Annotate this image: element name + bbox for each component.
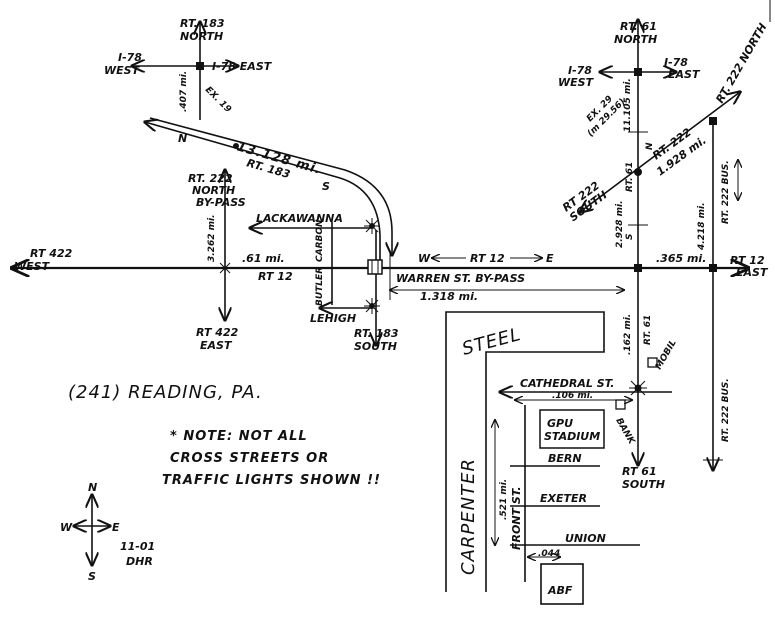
rt12-mid-label: RT 12 xyxy=(470,252,505,265)
bank-icon xyxy=(615,399,626,410)
rt222-bus-lower-label: RT. 222 BUS. xyxy=(721,378,731,442)
rt61-mid-label: RT. 61 xyxy=(643,315,653,345)
dist-061-label: .61 mi. xyxy=(242,252,285,265)
rt183-curve-arrow xyxy=(149,117,392,255)
cathedral-label: CATHEDRAL ST. xyxy=(520,377,614,390)
note-line-2: CROSS STREETS OR xyxy=(170,451,329,466)
exeter-label: EXETER xyxy=(540,492,587,505)
abf-building xyxy=(540,563,584,605)
n-letter: N xyxy=(645,142,655,150)
compass-rose-icon xyxy=(74,495,110,565)
front-street-label: FRONT ST. xyxy=(510,486,523,550)
lehigh-label: LEHIGH xyxy=(310,312,356,325)
carbon-label: CARBON xyxy=(315,219,325,262)
rt222-south-label: RT 222SOUTH xyxy=(560,179,609,224)
rt183-s-letter: S xyxy=(322,180,330,193)
rt61-rt12-junction xyxy=(634,264,642,272)
dist-0044-label: .044 xyxy=(538,549,560,559)
compass-w: W xyxy=(60,521,73,534)
compass-e: E xyxy=(112,521,120,534)
i78-left-interchange xyxy=(196,62,204,70)
compass-n: N xyxy=(88,481,97,494)
i78-east-left-label: I-78 EAST xyxy=(212,60,273,73)
traffic-light-icon xyxy=(364,298,380,314)
steel-carpenter-outline xyxy=(445,311,605,592)
mobil-station-icon xyxy=(647,357,658,368)
carpenter-label: CARPENTER xyxy=(458,458,479,575)
ex19-label: EX. 19 xyxy=(203,85,233,115)
w-letter: W xyxy=(418,252,431,265)
rt222-diagonal-road xyxy=(580,92,740,212)
dist-3262-label: 3.262 mi. xyxy=(207,215,217,262)
gpu-stadium-building xyxy=(539,409,605,449)
traffic-light-icon xyxy=(629,379,647,397)
rt183-curve-road xyxy=(145,122,381,262)
signature-initials: DHR xyxy=(126,555,153,568)
dist-0521-label: .521 mi. xyxy=(499,479,509,520)
abf-label: ABF xyxy=(547,584,573,597)
note-line-1: * NOTE: NOT ALL xyxy=(170,429,308,444)
dist-0106-label: .106 mi. xyxy=(552,391,593,401)
dist-407-label: .407 mi. xyxy=(179,71,189,112)
s-letter: S xyxy=(625,234,635,240)
dist-1318-label: 1.318 mi. xyxy=(420,290,478,303)
traffic-light-icon xyxy=(364,218,380,234)
dist-11105-label: 11.105 mi. xyxy=(623,78,633,132)
union-label: UNION xyxy=(565,532,606,545)
bern-label: BERN xyxy=(548,452,582,465)
e-letter: E xyxy=(546,252,554,265)
signature-date: 11-01 xyxy=(120,540,155,553)
bank-label: BANK xyxy=(613,417,636,447)
page-title: (241) READING, PA. xyxy=(68,382,263,403)
rt222-bus-upper-label: RT. 222 BUS. xyxy=(721,160,731,224)
compass-s: S xyxy=(88,570,96,583)
i78-right-interchange xyxy=(634,68,642,76)
rt183-junction-dot xyxy=(233,143,239,149)
rt222-bus-rt12-junction xyxy=(709,264,717,272)
rt222-north-right-label: RT.222NORTH xyxy=(713,21,769,105)
lackawanna-label: LACKAWANNA xyxy=(256,212,343,225)
steel-label: STEEL xyxy=(460,324,524,360)
dist-0365-label: .365 mi. xyxy=(656,252,706,265)
traffic-light-icon xyxy=(218,261,232,275)
ex29-label: EX. 29(m 29.56) xyxy=(578,89,628,139)
warren-bypass-label: WARREN ST. BY-PASS xyxy=(396,272,525,285)
butler-label: BUTLER xyxy=(315,267,325,306)
mobil-label: MOBIL xyxy=(654,338,679,371)
dist-0162-label: .162 mi. xyxy=(623,314,633,355)
rt12-left-label: RT 12 xyxy=(258,270,293,283)
rt61-vertical-label: RT. 61 xyxy=(625,162,635,192)
dist-2928-label: 2.928 mi. xyxy=(615,201,625,248)
rt183-n-letter: N xyxy=(178,132,187,145)
dist-4218-label: 4.218 mi. xyxy=(697,203,707,251)
note-line-3: TRAFFIC LIGHTS SHOWN !! xyxy=(162,473,381,488)
warren-interchange-box xyxy=(367,259,383,275)
